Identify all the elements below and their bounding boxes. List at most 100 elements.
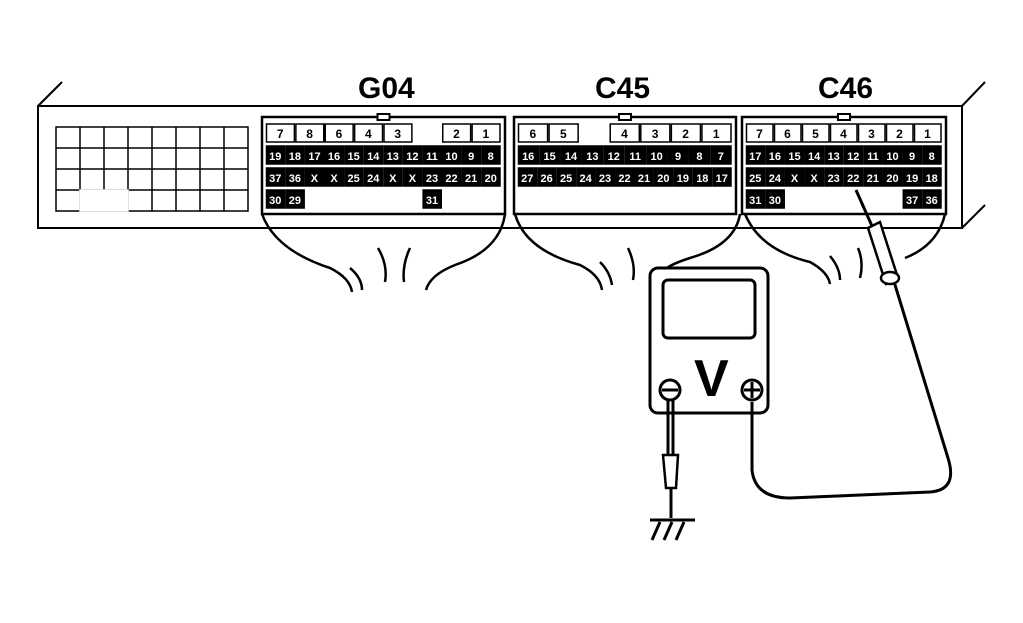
pin-cell xyxy=(442,167,462,187)
pin-cell xyxy=(325,190,344,208)
back-probe xyxy=(854,189,901,286)
pin-number: 6 xyxy=(529,127,536,141)
pin-cell xyxy=(363,145,384,165)
pin-number: 21 xyxy=(465,173,477,185)
pin-cell xyxy=(285,167,305,187)
pin-cell xyxy=(265,145,286,165)
pin-cell xyxy=(576,167,596,187)
pin-cell xyxy=(745,189,766,209)
pin-number: X xyxy=(330,173,338,185)
pin-number: 13 xyxy=(387,151,399,163)
pin-cell xyxy=(640,123,671,143)
connector-latch xyxy=(837,113,851,121)
pin-cell xyxy=(581,145,604,165)
pin-number: X xyxy=(409,173,417,185)
pin-cell xyxy=(471,123,501,143)
pin-cell xyxy=(609,123,641,143)
pin-cell xyxy=(784,145,805,165)
pin-number: 22 xyxy=(618,173,630,185)
pin-cell xyxy=(265,189,286,209)
pin-number: 21 xyxy=(638,173,650,185)
pin-cell xyxy=(344,145,364,165)
pin-cell xyxy=(913,123,942,143)
pin-cell xyxy=(422,145,442,165)
connector-label-c45: C45 xyxy=(595,72,650,105)
pin-cell xyxy=(539,145,561,165)
pin-cell xyxy=(673,167,693,187)
pin-number: 27 xyxy=(521,173,533,185)
pin-number: 12 xyxy=(608,151,620,163)
pin-cell xyxy=(667,145,689,165)
pin-cell xyxy=(422,167,442,187)
pin-cell xyxy=(402,167,423,187)
pin-cell xyxy=(646,145,668,165)
pin-number: 1 xyxy=(713,127,720,141)
pin-number: 37 xyxy=(906,195,918,207)
pin-number: 21 xyxy=(867,173,879,185)
pin-cell xyxy=(922,189,942,209)
pin-cell xyxy=(688,145,711,165)
pin-cell xyxy=(745,167,766,187)
pin-number: 17 xyxy=(749,151,761,163)
pin-cell xyxy=(285,189,305,209)
pin-cell xyxy=(882,145,903,165)
pin-cell xyxy=(556,167,577,187)
positive-terminal-icon xyxy=(740,378,764,402)
pin-cell xyxy=(863,145,883,165)
pin-cell xyxy=(403,190,422,208)
pin-cell xyxy=(885,123,914,143)
pin-cell xyxy=(603,145,625,165)
pin-number: 15 xyxy=(788,151,800,163)
pin-cell xyxy=(824,167,844,187)
pin-number: 10 xyxy=(650,151,662,163)
pin-number: 18 xyxy=(696,173,708,185)
pin-number: 15 xyxy=(543,151,555,163)
pin-number: 8 xyxy=(696,151,702,163)
pin-number: 18 xyxy=(926,173,938,185)
pin-number: 24 xyxy=(769,173,782,185)
pin-number: 3 xyxy=(652,127,659,141)
pin-cell xyxy=(481,145,501,165)
pin-cell xyxy=(305,190,324,208)
pin-cell xyxy=(765,145,785,165)
pin-cell xyxy=(548,123,579,143)
voltmeter: V xyxy=(648,266,770,415)
pin-number: 3 xyxy=(868,127,875,141)
connector-latch xyxy=(618,113,632,121)
pin-number: 8 xyxy=(929,151,935,163)
pin-cell xyxy=(902,167,923,187)
voltmeter-display xyxy=(661,278,757,340)
pin-number: 23 xyxy=(599,173,611,185)
pin-cell xyxy=(402,145,423,165)
pin-number: 9 xyxy=(675,151,681,163)
pin-cell xyxy=(745,123,774,143)
pin-cell xyxy=(784,167,805,187)
pin-number: X xyxy=(389,173,397,185)
pin-cell xyxy=(883,190,902,208)
pin-cell xyxy=(582,190,603,208)
pin-cell xyxy=(324,145,345,165)
pin-number: 14 xyxy=(565,151,578,163)
pin-cell xyxy=(604,190,624,208)
pin-number: 12 xyxy=(847,151,859,163)
positive-lead xyxy=(750,274,953,500)
pin-number: 17 xyxy=(716,173,728,185)
pin-cell xyxy=(422,189,442,209)
pin-number: 11 xyxy=(629,151,641,163)
pin-number: 36 xyxy=(289,173,301,185)
pin-number: 24 xyxy=(579,173,592,185)
pin-number: X xyxy=(311,173,319,185)
pin-number: 15 xyxy=(348,151,360,163)
pin-cell xyxy=(882,167,903,187)
pin-cell xyxy=(902,189,923,209)
pin-number: 23 xyxy=(828,173,840,185)
pin-cell xyxy=(864,190,883,208)
pin-cell xyxy=(413,124,442,142)
pin-cell xyxy=(539,190,560,208)
pin-cell xyxy=(710,145,732,165)
pin-number: 13 xyxy=(586,151,598,163)
pin-cell xyxy=(624,145,647,165)
pin-cell xyxy=(461,167,482,187)
